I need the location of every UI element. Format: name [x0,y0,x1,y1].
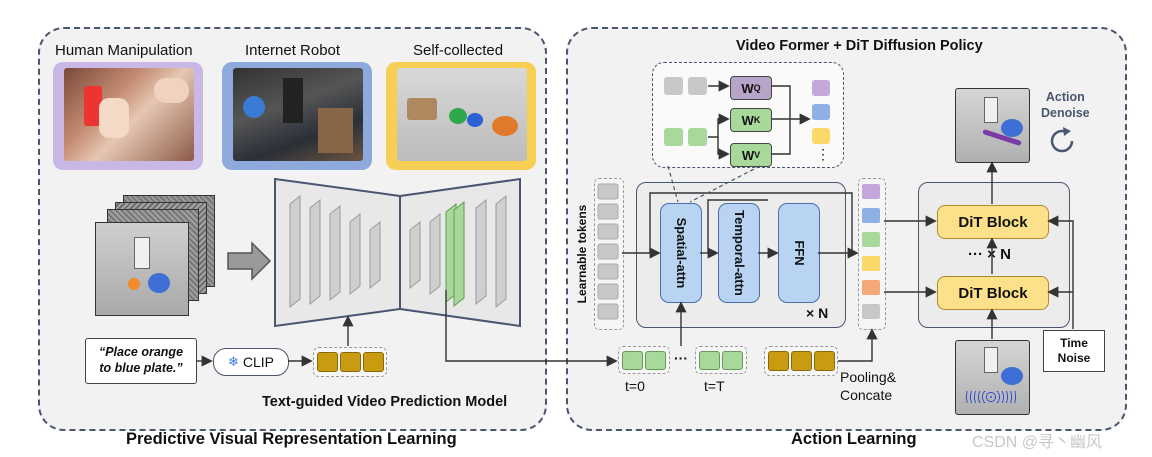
text-token [814,351,835,371]
denoised-action-image [955,88,1030,163]
pooling-label: Pooling& Concate [840,369,897,404]
clip-label: CLIP [242,354,275,370]
frame-token [699,351,720,370]
text-token [363,352,384,372]
output-token [812,104,830,120]
source-label-human: Human Manipulation [55,42,193,59]
output-token [812,128,830,144]
t0-label: t=0 [625,378,645,394]
dit-repeat-label: ··· × N [968,246,1011,263]
frame-token [722,351,743,370]
human-manipulation-image [64,68,194,161]
right-panel-title: Video Former + DiT Diffusion Policy [736,38,983,54]
left-panel-caption: Predictive Visual Representation Learnin… [126,430,457,448]
ffn-block: FFN [778,203,820,303]
text-token-group [313,347,387,377]
timestep-ellipsis: ··· [674,350,688,366]
text-token [317,352,338,372]
input-token [664,128,683,146]
snowflake-icon: ❄ [227,354,239,369]
source-label-self: Self-collected [413,42,504,59]
frame-token [622,351,643,370]
time-token-group-end [695,346,747,374]
video-prediction-model-label: Text-guided Video Prediction Model [262,394,508,410]
text-prompt-box: “Place orange to blue plate.” [85,338,197,384]
pooled-text-token-group [764,346,838,376]
output-token-column [858,178,886,330]
watermark: CSDN @寻丶幽风 [972,434,1103,451]
learnable-tokens-label: Learnable tokens [575,204,589,304]
text-token [791,351,812,371]
text-token [340,352,361,372]
output-token [812,80,830,96]
frame-token [645,351,666,370]
dit-block-bottom: DiT Block [937,276,1049,310]
self-collected-image [397,68,527,161]
input-arrow-icon [227,241,272,281]
output-ellipsis: ⋮ [816,146,830,162]
former-repeat-label: × N [806,305,829,321]
video-prediction-network [274,177,521,328]
noisy-action-image [955,340,1030,415]
dit-block-top: DiT Block [937,205,1049,239]
source-label-internet: Internet Robot [245,42,341,59]
text-token [768,351,789,371]
video-frame-stack [95,195,215,316]
clip-encoder: ❄ CLIP [213,348,289,376]
temporal-attn-block: Temporal-attn [718,203,760,303]
input-token [688,128,707,146]
time-token-group-start [618,346,670,374]
action-denoise-label: Action Denoise [1041,90,1090,120]
spatial-attn-block: Spatial-attn [660,203,702,303]
right-panel-caption: Action Learning [791,430,917,448]
input-token [664,77,683,95]
input-token [688,77,707,95]
refresh-icon [1050,127,1074,153]
text-prompt: “Place orange to blue plate.” [98,345,184,375]
time-noise-box: Time Noise [1043,330,1105,372]
learnable-token-column [594,178,624,330]
internet-robot-image [233,68,363,161]
tT-label: t=T [704,378,725,394]
time-noise-label: Time Noise [1057,336,1091,365]
